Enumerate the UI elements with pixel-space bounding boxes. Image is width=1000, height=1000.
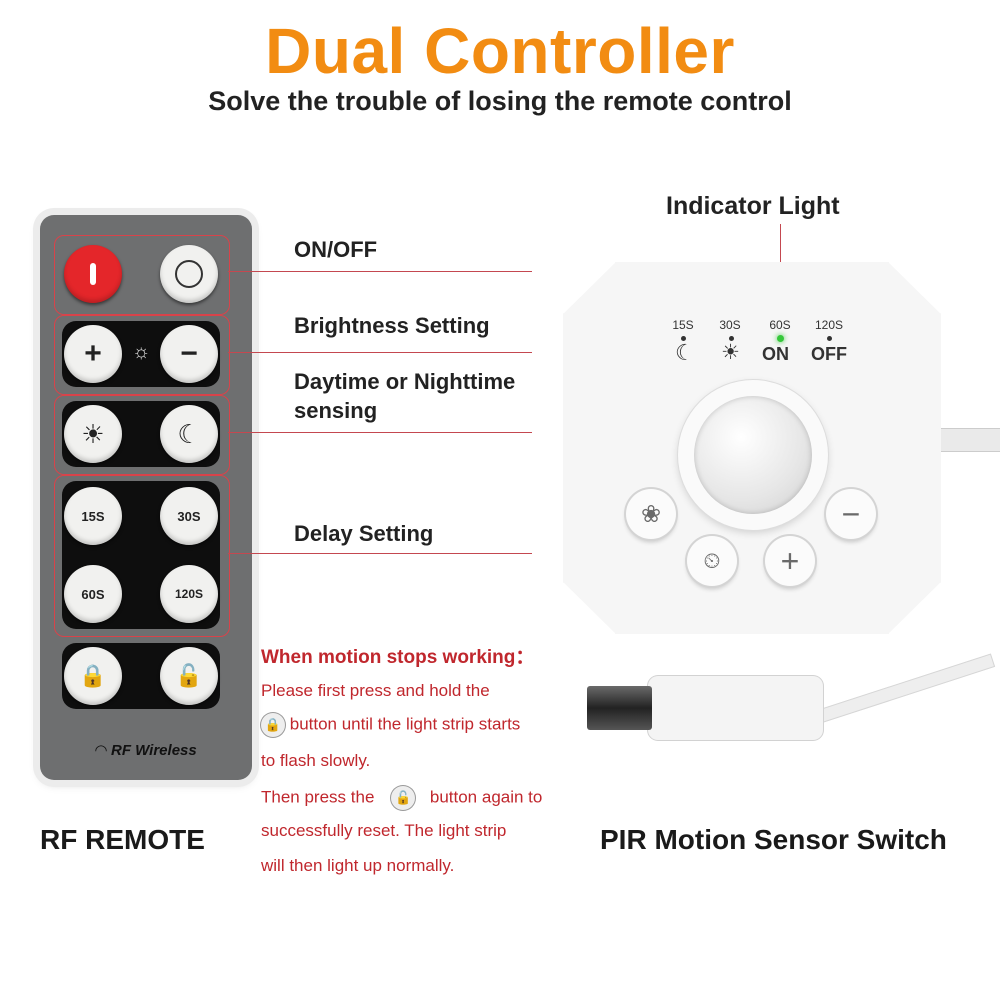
brightness-down-button[interactable]: − <box>160 325 218 383</box>
power-icon <box>90 263 96 285</box>
rf-remote-caption: RF REMOTE <box>40 824 205 855</box>
delay-group <box>54 475 230 637</box>
timer-icon: ⏲ <box>703 548 721 573</box>
brightness-label: Brightness Setting <box>294 313 490 338</box>
lock-icon: 🔒 <box>79 663 107 688</box>
delay-15s-label: 15S <box>81 508 105 524</box>
timer-button[interactable]: ⏲ <box>687 536 737 586</box>
indicator-60s: 60S <box>769 318 791 332</box>
delay-60s-button[interactable]: 60S <box>64 565 122 623</box>
indicator-dot-60s-active <box>777 335 784 342</box>
day-night-label-2: sensing <box>294 398 378 423</box>
rf-wireless-brand: ◠ RF Wireless <box>42 741 250 759</box>
plus-icon: + <box>84 337 102 370</box>
sun-small-icon: ☼ <box>132 341 151 363</box>
dc-plug-body <box>648 676 823 740</box>
sun-indicator-icon: ☀ <box>721 341 740 364</box>
instructions-line-2: button until the light strip starts <box>289 714 521 734</box>
sensor-plus-button[interactable]: + <box>765 536 815 586</box>
day-night-group <box>54 395 230 475</box>
lock-button[interactable]: 🔒 <box>64 647 122 705</box>
on-indicator-label: ON <box>762 344 789 364</box>
page-subtitle: Solve the trouble of losing the remote c… <box>208 86 792 116</box>
dc-plug-tip <box>587 686 652 730</box>
delay-30s-button[interactable]: 30S <box>160 487 218 545</box>
indicator-dot-30s <box>729 336 734 341</box>
indicator-15s: 15S <box>672 318 694 332</box>
instructions-line-4a: Then press the <box>261 787 375 807</box>
indicator-120s: 120S <box>814 318 844 332</box>
instructions-line-2-row: 🔒 button until the light strip starts <box>261 713 520 737</box>
moon-indicator-icon: ☾ <box>675 340 695 365</box>
indicator-dot-15s <box>681 336 686 341</box>
on-off-leader <box>228 271 532 272</box>
page-title: Dual Controller <box>265 15 735 87</box>
indicator-30s: 30S <box>719 318 741 332</box>
instructions-title: When motion stops working： <box>261 647 535 668</box>
instructions-line-5: successfully reset. The light strip <box>261 821 507 840</box>
ring-icon <box>175 260 203 288</box>
unlock-button[interactable]: 🔓 <box>160 647 218 705</box>
power-button[interactable] <box>64 245 122 303</box>
delay-120s-button[interactable]: 120S <box>160 565 218 623</box>
minus-icon: − <box>841 495 861 532</box>
moon-icon: ☾ <box>177 418 201 449</box>
on-off-label: ON/OFF <box>294 237 378 262</box>
instructions-line-4-row: Then press the 🔓 button again to <box>261 786 542 810</box>
dc-cable <box>815 653 996 724</box>
instructions-line-1: Please first press and hold the <box>261 681 490 700</box>
delay-30s-label: 30S <box>177 508 201 524</box>
rf-wireless-label: RF Wireless <box>110 742 197 759</box>
color-mode-button[interactable]: ❀ <box>626 489 676 539</box>
wifi-icon: ◠ <box>95 742 107 759</box>
mode-button[interactable] <box>160 245 218 303</box>
brightness-up-button[interactable]: + <box>64 325 122 383</box>
day-night-label-1: Daytime or Nighttime <box>294 369 516 394</box>
pir-sensor-switch: 15S 30S 60S 120S ☾ ☀ ON OFF ❀ − ⏲ + <box>563 262 941 634</box>
day-night-leader <box>228 432 532 433</box>
brightness-group <box>54 315 230 395</box>
daytime-button[interactable]: ☀ <box>64 405 122 463</box>
color-circles-icon: ❀ <box>640 500 662 528</box>
pir-sensor-caption: PIR Motion Sensor Switch <box>600 824 947 855</box>
sensor-cable-right <box>938 428 1000 452</box>
unlock-icon: 🔓 <box>391 786 416 810</box>
lock-icon: 🔒 <box>261 713 285 737</box>
brightness-leader <box>228 352 532 353</box>
delay-label: Delay Setting <box>294 521 434 546</box>
rf-remote: + ☼ − ☀ ☾ 15S 30S 60S 120S 🔒 🔓 <box>40 215 252 780</box>
instructions-line-6: will then light up normally. <box>261 856 455 875</box>
nighttime-button[interactable]: ☾ <box>160 405 218 463</box>
off-indicator-label: OFF <box>811 344 847 364</box>
indicator-dot-120s <box>827 336 832 341</box>
minus-icon: − <box>180 337 198 370</box>
plus-icon: + <box>780 542 800 579</box>
on-off-group <box>54 235 230 315</box>
delay-leader <box>228 553 532 554</box>
unlock-icon: 🔓 <box>175 663 203 688</box>
delay-120s-label: 120S <box>174 587 204 601</box>
sun-icon: ☀ <box>81 418 105 449</box>
sensor-minus-button[interactable]: − <box>826 489 876 539</box>
delay-15s-button[interactable]: 15S <box>64 487 122 545</box>
instructions-line-4b: button again to <box>429 787 543 807</box>
delay-60s-label: 60S <box>81 586 105 602</box>
indicator-light-label: Indicator Light <box>666 192 840 220</box>
pir-lens <box>694 396 812 514</box>
instructions-line-3: to flash slowly. <box>261 751 371 770</box>
